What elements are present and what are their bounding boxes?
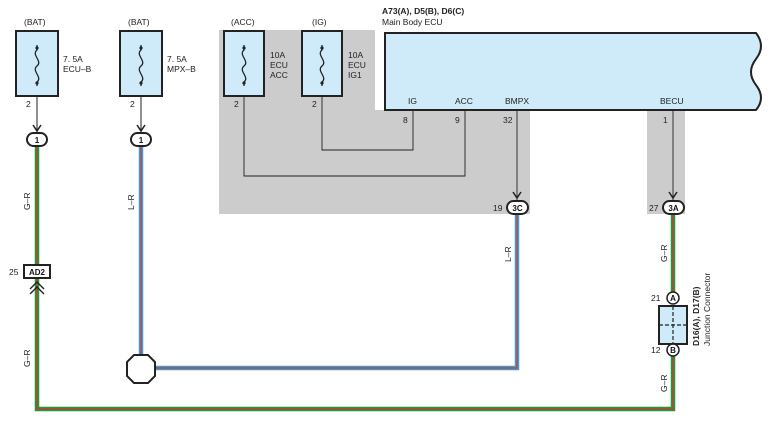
connector-1-mpx-b-label: 1 bbox=[139, 136, 144, 145]
junction-connector: A 21 B 12 D16(A), D17(B) Junction Connec… bbox=[651, 273, 712, 357]
fuse-ecu-ig1-name2: IG1 bbox=[348, 70, 362, 80]
fuse-ecu-b: (BAT) 7. 5A ECU–B 2 bbox=[15, 17, 92, 109]
fuse-ecu-acc-box bbox=[223, 30, 265, 97]
fuse-mpx-b-name: MPX–B bbox=[167, 64, 196, 74]
fuse-ecu-acc-supply: (ACC) bbox=[231, 17, 255, 27]
fuse-ecu-acc-pin: 2 bbox=[234, 99, 239, 109]
fuse-ecu-acc-name1: ECU bbox=[270, 60, 288, 70]
fuse-mpx-b-rating: 7. 5A bbox=[167, 54, 187, 64]
junction-terminal-a-label: A bbox=[670, 294, 676, 303]
wire-label-gr-3: G–R bbox=[659, 245, 669, 262]
connector-3a-label: 3A bbox=[668, 204, 678, 213]
fuse-mpx-b-element bbox=[138, 45, 144, 86]
fuse-ecu-b-rating: 7. 5A bbox=[63, 54, 83, 64]
ecu-terminal-ig: IG bbox=[408, 96, 417, 106]
wire-lr-main-red bbox=[140, 146, 518, 369]
junction-terminal-b bbox=[666, 343, 680, 357]
connector-1-ecu-b-label: 1 bbox=[35, 136, 40, 145]
fuse-ecu-b-box bbox=[15, 30, 59, 97]
fuse-mpx-b-supply: (BAT) bbox=[128, 17, 150, 27]
fuse-mpx-b: (BAT) 7. 5A MPX–B 2 bbox=[119, 17, 196, 109]
connector-1-ecu-b: 1 bbox=[26, 132, 48, 147]
wire-labels: G–R G–R L–R L–R G–R G–R bbox=[22, 193, 669, 392]
ecu-pin-becu: 1 bbox=[663, 115, 668, 125]
fuse-mpx-b-pin: 2 bbox=[130, 99, 135, 109]
fuse-ecu-ig1-supply: (IG) bbox=[312, 17, 327, 27]
fuse-ecu-b-element bbox=[34, 45, 40, 86]
fuse-ecu-ig1-pin: 2 bbox=[312, 99, 317, 109]
wire-label-gr-2: G–R bbox=[22, 350, 32, 367]
fuse-ecu-acc-rating: 10A bbox=[270, 50, 285, 60]
fuse-ecu-acc: (ACC) 10A ECU ACC 2 bbox=[223, 17, 288, 109]
wire-label-lr-2: L–R bbox=[503, 246, 513, 262]
junction-name: Junction Connector bbox=[702, 273, 712, 346]
fuse-ecu-b-supply: (BAT) bbox=[24, 17, 46, 27]
fuse-ecu-b-pin: 2 bbox=[26, 99, 31, 109]
internal-wires bbox=[243, 96, 466, 177]
fuse-ecu-ig1: (IG) 10A ECU IG1 2 bbox=[301, 17, 366, 109]
wire-label-gr-1: G–R bbox=[22, 193, 32, 210]
connector-3a: 3A 27 bbox=[649, 200, 685, 215]
ecu-pin-acc: 9 bbox=[455, 115, 460, 125]
wire-label-gr-4: G–R bbox=[659, 375, 669, 392]
becu-harness-shade bbox=[647, 110, 685, 214]
junction-terminal-b-pin: 12 bbox=[651, 345, 661, 355]
fuse-ecu-ig1-rating: 10A bbox=[348, 50, 363, 60]
connector-ad2-pin: 25 bbox=[9, 267, 19, 277]
ecu-harness-shade bbox=[219, 30, 530, 214]
connector-3c: 3C 19 bbox=[493, 200, 529, 215]
junction-terminal-b-label: B bbox=[670, 346, 676, 355]
wire-ig bbox=[321, 96, 414, 151]
fuse-ecu-acc-name2: ACC bbox=[270, 70, 288, 80]
connector-ad2: AD2 25 bbox=[9, 264, 51, 295]
ecu-terminal-bmpx: BMPX bbox=[505, 96, 529, 106]
ecu-terminal-acc: ACC bbox=[455, 96, 473, 106]
wire-lr-mpx-b bbox=[138, 96, 520, 371]
fuse-ecu-ig1-element bbox=[319, 45, 325, 86]
shaded-regions bbox=[219, 30, 685, 214]
main-body-ecu: A73(A), D5(B), D6(C) Main Body ECU IG AC… bbox=[382, 6, 762, 125]
splice-octagon bbox=[126, 354, 156, 384]
wire-label-lr-1: L–R bbox=[126, 194, 136, 210]
ecu-code: A73(A), D5(B), D6(C) bbox=[382, 6, 464, 16]
fuse-ecu-b-name: ECU–B bbox=[63, 64, 92, 74]
wire-acc bbox=[243, 96, 466, 177]
connector-3c-label: 3C bbox=[512, 204, 522, 213]
ecu-pin-bmpx: 32 bbox=[503, 115, 513, 125]
ecu-name: Main Body ECU bbox=[382, 17, 442, 27]
connector-ad2-label: AD2 bbox=[29, 268, 46, 277]
connector-arrows bbox=[32, 124, 678, 200]
junction-code: D16(A), D17(B) bbox=[691, 286, 701, 346]
connector-1-mpx-b: 1 bbox=[130, 132, 152, 147]
fuse-ecu-ig1-name1: ECU bbox=[348, 60, 366, 70]
connector-3c-pin: 19 bbox=[493, 203, 503, 213]
ecu-terminal-becu: BECU bbox=[660, 96, 684, 106]
junction-terminal-a-pin: 21 bbox=[651, 293, 661, 303]
connector-3a-pin: 27 bbox=[649, 203, 659, 213]
fuse-ecu-ig1-box bbox=[301, 30, 343, 97]
junction-terminal-a bbox=[666, 291, 680, 305]
ecu-box bbox=[384, 32, 762, 111]
fuse-ecu-acc-element bbox=[241, 45, 247, 86]
ecu-pin-ig: 8 bbox=[403, 115, 408, 125]
connector-ad2-chevron bbox=[29, 281, 45, 295]
fuse-mpx-b-box bbox=[119, 30, 163, 97]
